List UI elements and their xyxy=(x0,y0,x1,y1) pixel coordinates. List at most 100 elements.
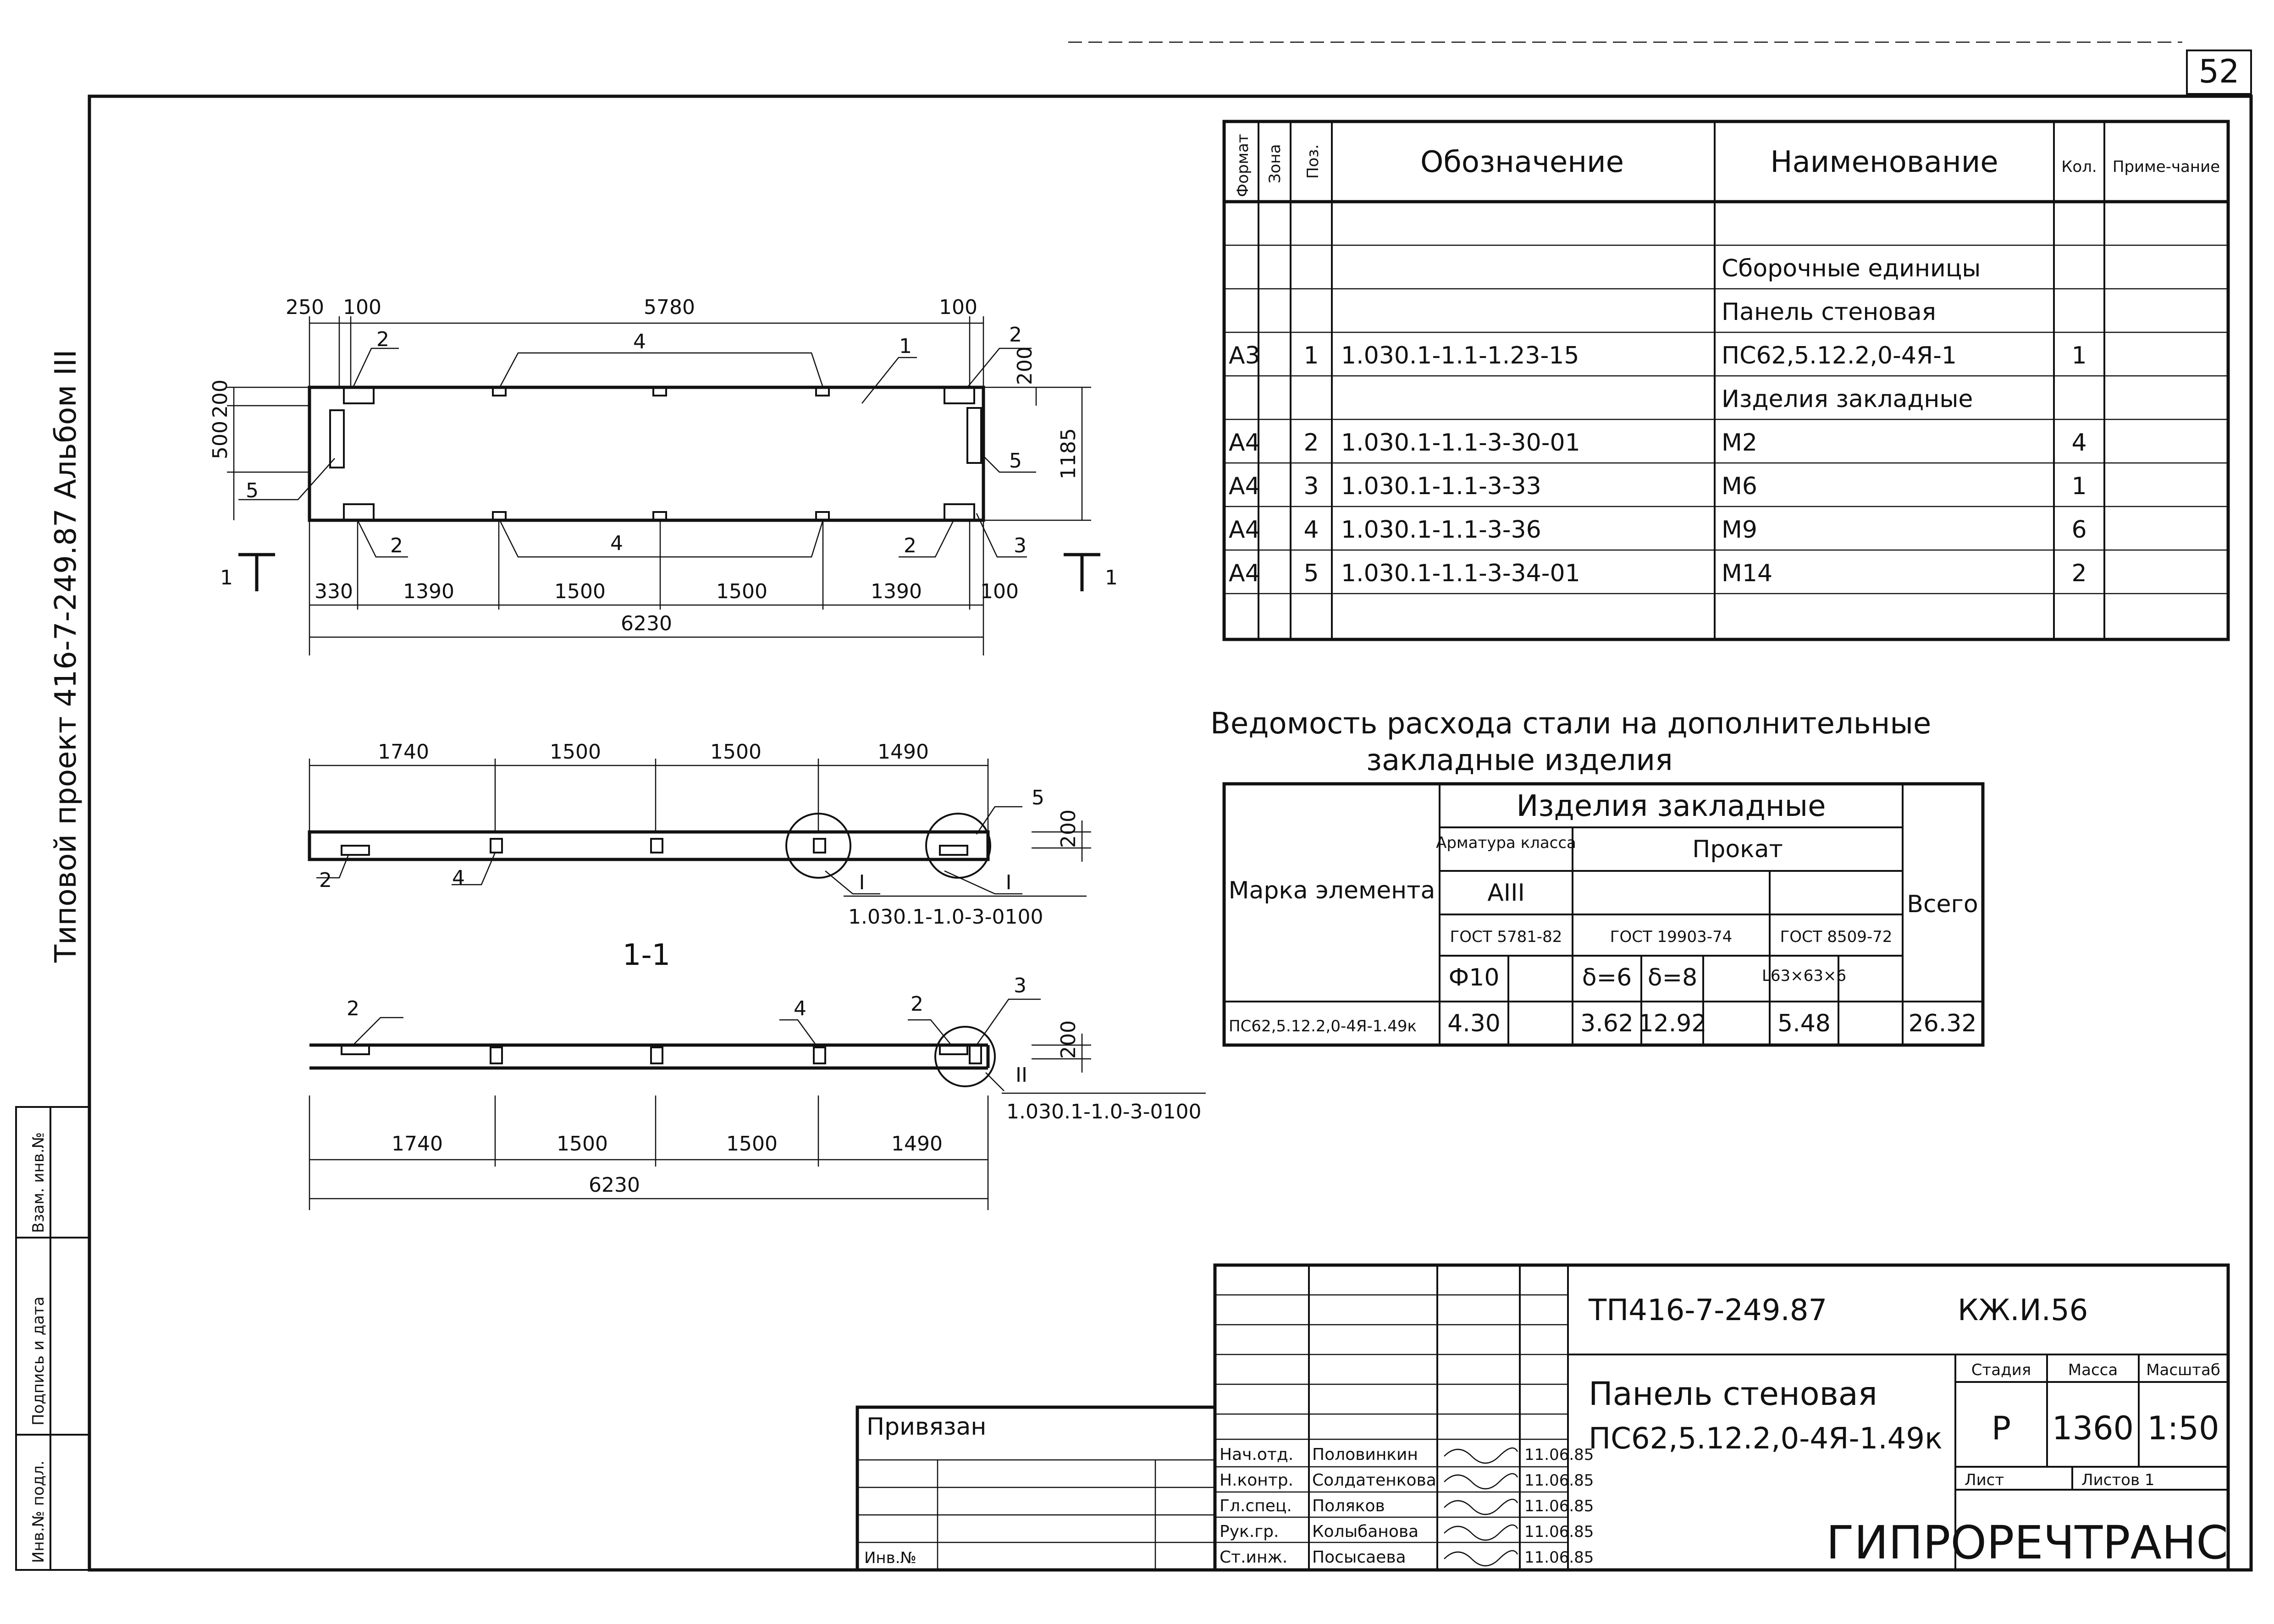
section-view: 1-1 2 4 2 3 200 II 1.030.1-1.0-3-0100 xyxy=(309,938,1206,1210)
svg-text:4: 4 xyxy=(633,330,646,353)
svg-text:1500: 1500 xyxy=(550,740,601,764)
svg-text:1500: 1500 xyxy=(726,1132,778,1156)
signature-mark xyxy=(1444,1473,1518,1490)
steel-t8: δ=8 xyxy=(1648,964,1697,991)
svg-text:1185: 1185 xyxy=(1057,428,1080,479)
tb-sheet-code: КЖ.И.56 xyxy=(1958,1294,2088,1327)
svg-text:I: I xyxy=(859,871,865,894)
tb-org: ГИПРОРЕЧТРАНС xyxy=(1826,1516,2228,1569)
spec-header-qty: Кол. xyxy=(2061,158,2097,176)
spec-header-note: Приме-чание xyxy=(2113,158,2220,176)
spec-header-name: Наименование xyxy=(1770,145,1998,179)
panel-outline xyxy=(308,385,985,522)
svg-text:100: 100 xyxy=(343,296,381,319)
svg-text:2: 2 xyxy=(319,869,332,892)
tb-stage-label: Стадия xyxy=(1971,1361,2031,1379)
svg-text:200: 200 xyxy=(1013,347,1037,385)
signature-mark xyxy=(1444,1524,1518,1541)
tb-name-2: ПС62,5.12.2,0-4Я-1.49к xyxy=(1589,1422,1943,1456)
spec-cell-name: Панель стеновая xyxy=(1722,298,1936,326)
svg-text:330: 330 xyxy=(315,580,353,603)
spec-cell-qty: 4 xyxy=(2071,429,2086,457)
tb-role: Гл.спец. xyxy=(1220,1497,1292,1515)
svg-text:6230: 6230 xyxy=(589,1173,640,1197)
spec-cell-qty: 1 xyxy=(2071,473,2086,500)
svg-text:500: 500 xyxy=(209,421,232,459)
title-block: ТП416-7-249.87 КЖ.И.56 Панель стеновая П… xyxy=(1213,1263,2230,1572)
steel-group: Изделия закладные xyxy=(1517,789,1826,823)
steel-v1: 4.30 xyxy=(1447,1010,1501,1037)
steel-statement: Ведомость расхода стали на дополнительны… xyxy=(1210,707,1985,1047)
spec-cell-name: М9 xyxy=(1722,516,1757,544)
svg-text:1740: 1740 xyxy=(392,1132,443,1156)
spec-header-format: Формат xyxy=(1234,134,1252,197)
steel-d10: Ф10 xyxy=(1449,964,1500,991)
spec-cell-fmt: А4 xyxy=(1229,473,1260,500)
svg-text:2: 2 xyxy=(376,328,389,351)
tb-name: Колыбанова xyxy=(1312,1522,1418,1541)
section-title: 1-1 xyxy=(623,938,671,972)
svg-text:2: 2 xyxy=(390,534,403,557)
spec-header-zone: Зона xyxy=(1266,144,1284,183)
svg-text:100: 100 xyxy=(939,296,977,319)
spec-cell-code: 1.030.1-1.1-3-33 xyxy=(1341,473,1541,500)
privyazan-block: Привязан Инв.№ xyxy=(856,1405,1217,1572)
spec-cell-name: ПС62,5.12.2,0-4Я-1 xyxy=(1722,342,1957,369)
tb-date: 11.06.85 xyxy=(1524,1497,1594,1515)
tb-role: Нач.отд. xyxy=(1220,1445,1293,1464)
spec-cell-qty: 1 xyxy=(2071,342,2086,369)
sheet-number: 52 xyxy=(2198,53,2239,90)
steel-col-mark: Марка элемента xyxy=(1229,877,1435,904)
svg-text:1500: 1500 xyxy=(716,580,767,603)
svg-text:2: 2 xyxy=(904,534,916,557)
signature-mark xyxy=(1444,1498,1518,1515)
spec-cell-pos: 4 xyxy=(1303,516,1319,544)
tb-date: 11.06.85 xyxy=(1524,1523,1594,1541)
steel-v3: 12.92 xyxy=(1639,1010,1707,1037)
svg-text:I: I xyxy=(1006,871,1012,894)
svg-text:2: 2 xyxy=(347,997,359,1020)
spec-cell-code: 1.030.1-1.1-3-34-01 xyxy=(1341,560,1580,587)
tb-stage: Р xyxy=(1992,1409,2011,1447)
spec-cell-name: М6 xyxy=(1722,473,1757,500)
spec-cell-name: Изделия закладные xyxy=(1722,385,1973,413)
svg-text:5: 5 xyxy=(1032,786,1044,809)
tb-mass: 1360 xyxy=(2052,1409,2134,1447)
tb-name-1: Панель стеновая xyxy=(1589,1375,1877,1413)
svg-text:1490: 1490 xyxy=(878,740,929,764)
svg-text:1490: 1490 xyxy=(891,1132,943,1156)
margin-label-inv: Инв.№ подл. xyxy=(29,1460,48,1563)
album-text: Типовой проект 416-7-249.87 Альбом III xyxy=(49,350,83,963)
spec-cell-name: Сборочные единицы xyxy=(1722,255,1981,282)
svg-text:1500: 1500 xyxy=(557,1132,608,1156)
tb-name: Половинкин xyxy=(1312,1445,1418,1464)
spec-cell-pos: 1 xyxy=(1303,342,1319,369)
svg-text:1: 1 xyxy=(1105,566,1118,589)
svg-text:1: 1 xyxy=(899,335,912,358)
svg-text:4: 4 xyxy=(794,997,806,1020)
tb-role: Н.контр. xyxy=(1220,1471,1293,1490)
inv-label: Инв.№ xyxy=(864,1549,916,1567)
svg-text:II: II xyxy=(1016,1063,1027,1087)
svg-text:1390: 1390 xyxy=(871,580,922,603)
svg-text:200: 200 xyxy=(1057,809,1080,848)
svg-text:5: 5 xyxy=(1009,449,1022,473)
svg-text:1740: 1740 xyxy=(378,740,429,764)
tb-sheet-label: Лист xyxy=(1965,1471,2004,1489)
tb-mass-label: Масса xyxy=(2068,1361,2118,1379)
spec-header-pos: Поз. xyxy=(1304,144,1322,179)
tb-name: Посысаева xyxy=(1312,1548,1406,1567)
steel-title-1: Ведомость расхода стали на дополнительны… xyxy=(1210,707,1931,741)
steel-v-total: 26.32 xyxy=(1909,1010,1977,1037)
tb-date: 11.06.85 xyxy=(1524,1446,1594,1464)
spec-cell-qty: 6 xyxy=(2071,516,2086,544)
steel-gost3: ГОСТ 8509-72 xyxy=(1780,928,1893,946)
svg-text:3: 3 xyxy=(1014,534,1027,557)
steel-total-header: Всего xyxy=(1907,891,1978,918)
steel-gost1: ГОСТ 5781-82 xyxy=(1450,928,1562,946)
svg-text:1.030.1-1.0-3-0100: 1.030.1-1.0-3-0100 xyxy=(848,905,1043,929)
signature-mark xyxy=(1444,1550,1518,1567)
